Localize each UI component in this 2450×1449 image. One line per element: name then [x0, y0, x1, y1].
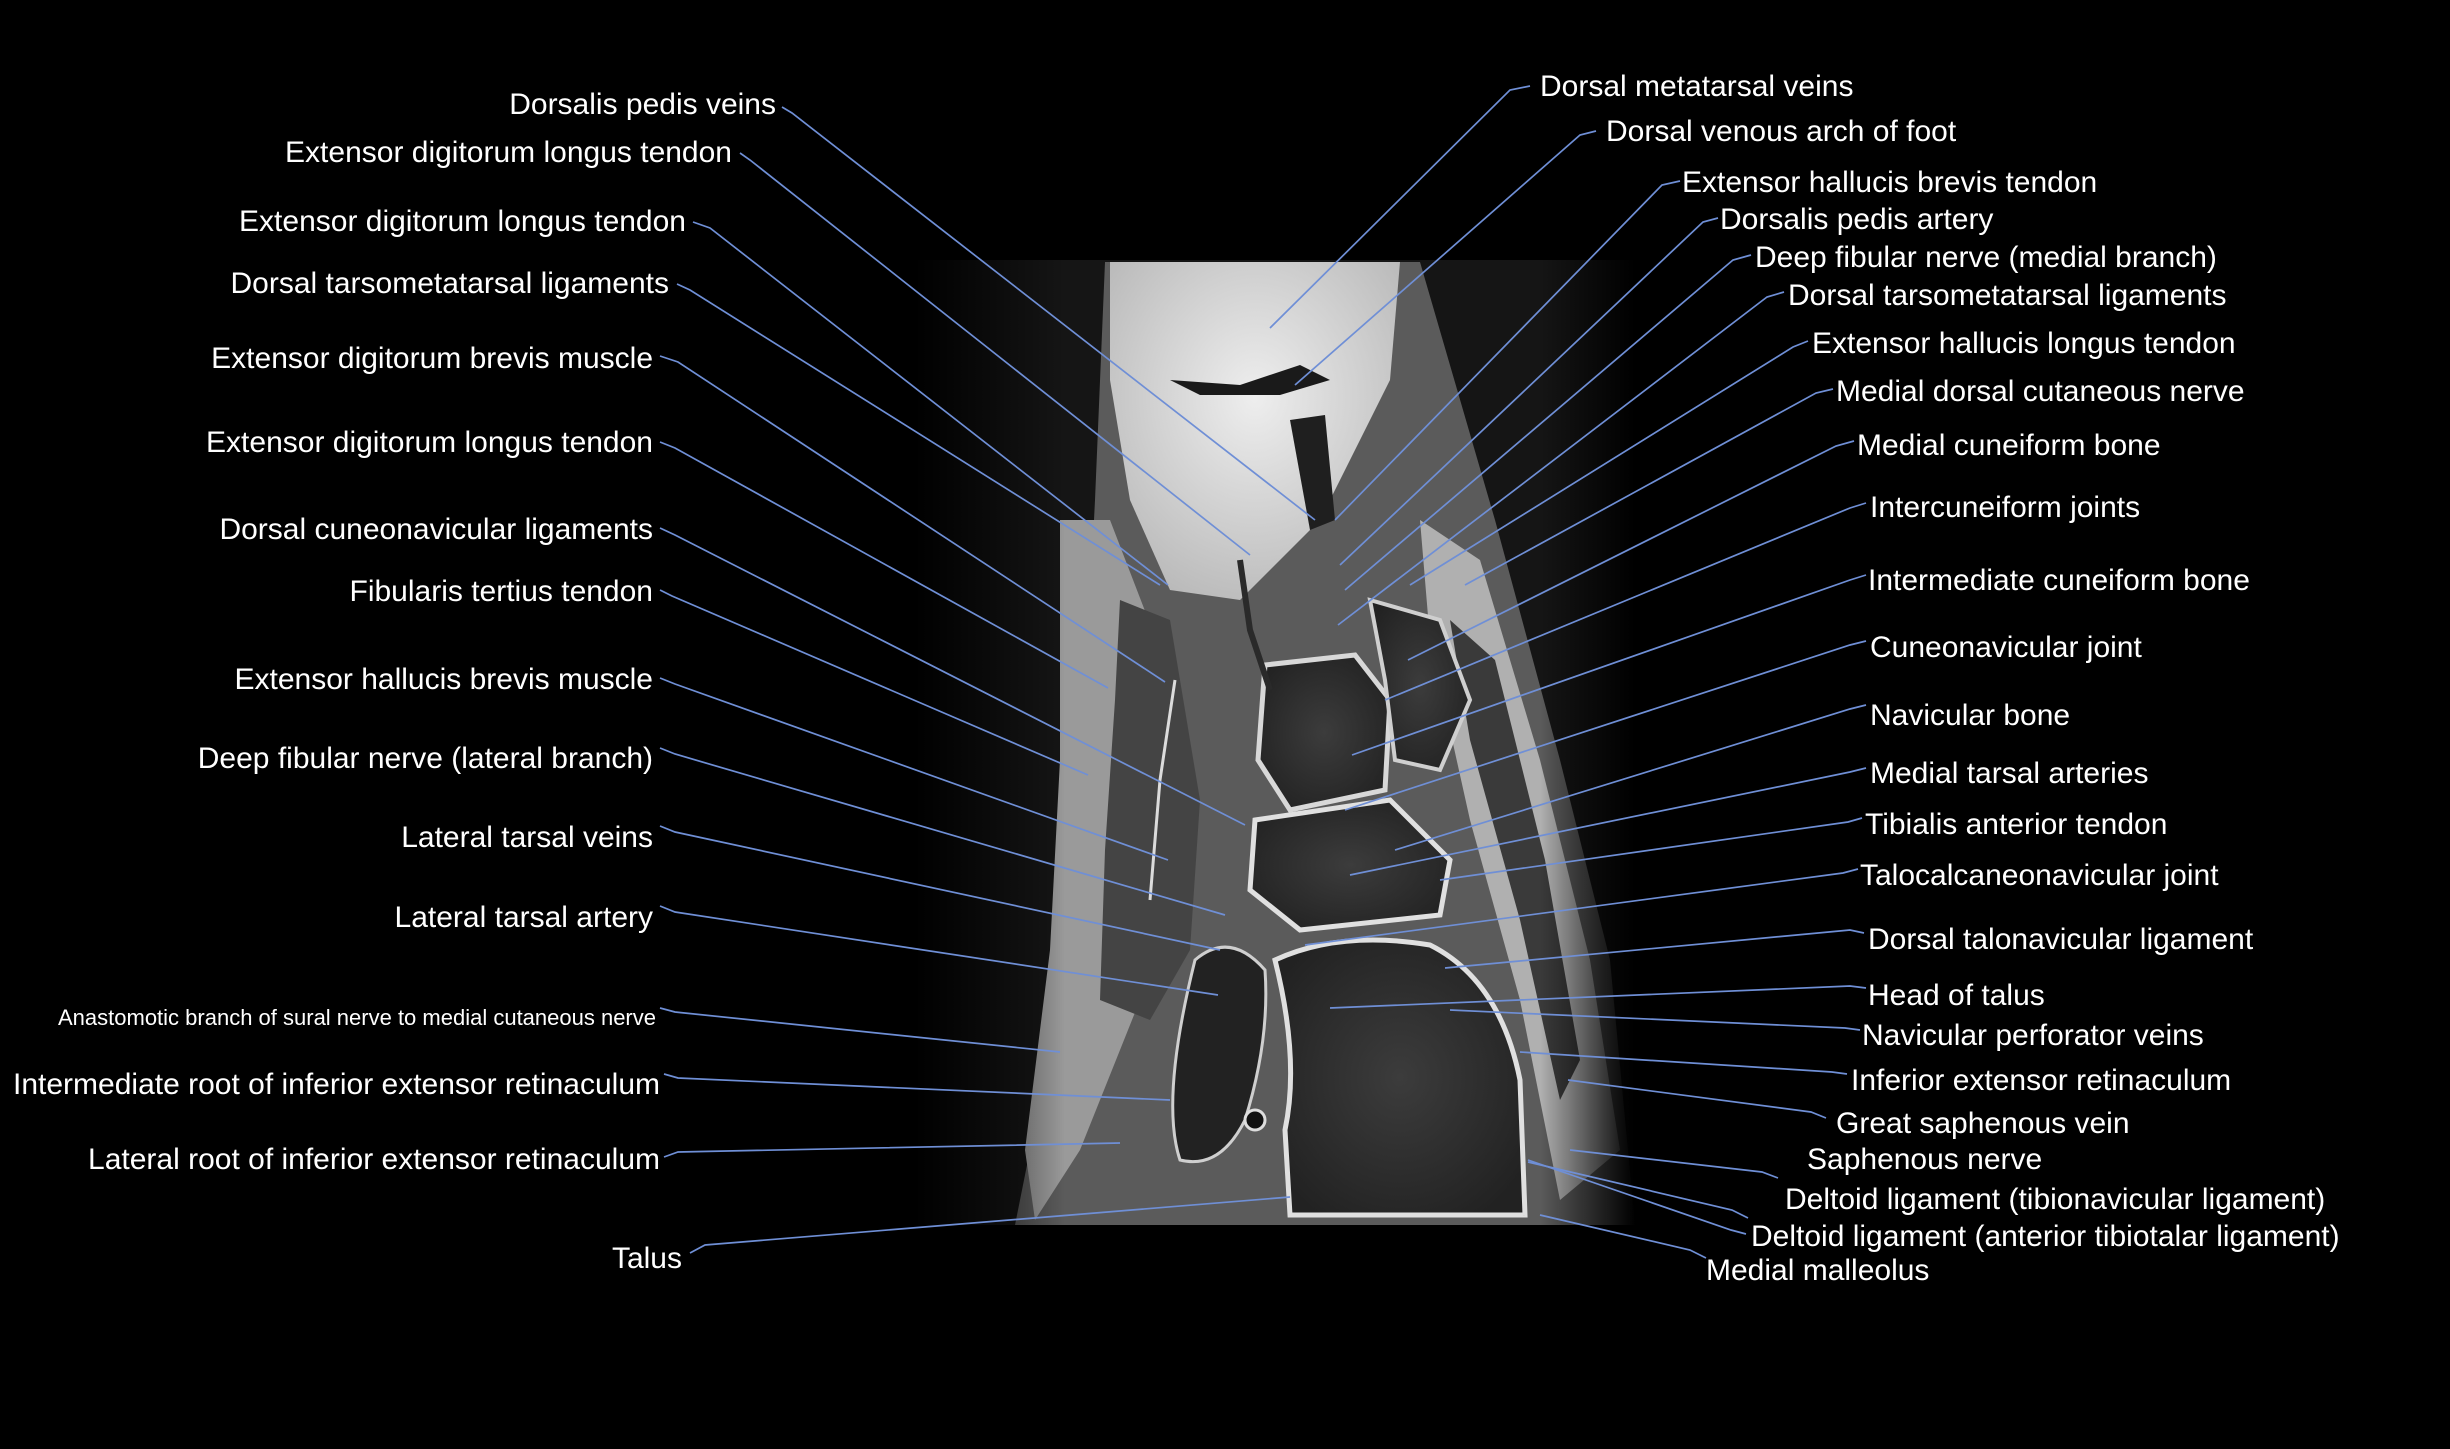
label-lateral-root-of-inferior-extensor-retinaculum: Lateral root of inferior extensor retina…: [88, 1143, 660, 1176]
leader-line: [1539, 1214, 1707, 1259]
label-navicular-perforator-veins: Navicular perforator veins: [1862, 1019, 2204, 1052]
label-extensor-digitorum-brevis-muscle: Extensor digitorum brevis muscle: [211, 342, 653, 375]
leader-line: [1394, 704, 1867, 851]
label-dorsal-talonavicular-ligament: Dorsal talonavicular ligament: [1868, 923, 2254, 956]
label-medial-dorsal-cutaneous-nerve: Medial dorsal cutaneous nerve: [1836, 375, 2245, 408]
label-extensor-digitorum-longus-tendon: Extensor digitorum longus tendon: [206, 426, 653, 459]
label-lateral-tarsal-artery: Lateral tarsal artery: [395, 901, 653, 934]
leader-line: [1464, 388, 1834, 586]
leader-line: [1329, 985, 1867, 1009]
label-dorsalis-pedis-artery: Dorsalis pedis artery: [1720, 203, 1993, 236]
label-deep-fibular-nerve-medial-branch: Deep fibular nerve (medial branch): [1755, 241, 2217, 274]
leader-line: [659, 355, 1166, 683]
leader-line: [1344, 640, 1867, 811]
tendon-line-1: [1237, 559, 1273, 691]
leader-lines: [659, 85, 1867, 1259]
leader-line: [1344, 254, 1752, 591]
label-talus: Talus: [612, 1242, 682, 1275]
edge-fade-left: [915, 260, 1065, 1225]
leader-line: [689, 1196, 1291, 1254]
leader-line: [659, 905, 1219, 996]
label-extensor-digitorum-longus-tendon: Extensor digitorum longus tendon: [285, 136, 732, 169]
leader-line: [676, 283, 1161, 586]
label-extensor-hallucis-longus-tendon: Extensor hallucis longus tendon: [1812, 327, 2236, 360]
leader-line: [1384, 502, 1867, 701]
label-intermediate-root-of-inferior-extensor-retinaculum: Intermediate root of inferior extensor r…: [13, 1068, 660, 1101]
dorsal-fat: [1110, 262, 1400, 600]
label-dorsal-cuneonavicular-ligaments: Dorsal cuneonavicular ligaments: [219, 513, 653, 546]
leader-line: [1339, 217, 1719, 566]
right-labels: Dorsal metatarsal veins Dorsal venous ar…: [1540, 70, 2340, 1287]
leader-line: [1519, 1051, 1848, 1075]
leader-line: [1449, 1009, 1861, 1031]
label-dorsal-venous-arch-of-foot: Dorsal venous arch of foot: [1606, 115, 1957, 148]
navicular-shape: [1247, 797, 1453, 933]
label-deltoid-ligament-tibionavicular: Deltoid ligament (tibionavicular ligamen…: [1785, 1183, 2325, 1216]
vessel-cross-section: [1243, 1108, 1267, 1132]
leader-line: [1439, 817, 1863, 881]
tendon-line-2: [1148, 679, 1177, 901]
leader-line: [1444, 929, 1865, 969]
talus-shape: [1272, 937, 1528, 1218]
label-cuneonavicular-joint: Cuneonavicular joint: [1870, 631, 2142, 664]
leader-line: [1409, 340, 1809, 586]
label-medial-tarsal-arteries: Medial tarsal arteries: [1870, 757, 2148, 790]
label-dorsal-tarsometatarsal-ligaments: Dorsal tarsometatarsal ligaments: [230, 267, 669, 300]
label-extensor-hallucis-brevis-tendon: Extensor hallucis brevis tendon: [1682, 166, 2097, 199]
leader-line: [659, 527, 1246, 826]
leader-line: [1567, 1079, 1827, 1119]
leader-line: [659, 825, 1221, 951]
edge-fade-right: [1540, 260, 1635, 1225]
leader-line: [659, 441, 1109, 689]
leader-line: [781, 106, 1316, 521]
label-talocalcaneonavicular-joint: Talocalcaneonavicular joint: [1860, 859, 2219, 892]
leader-line: [659, 1007, 1061, 1053]
label-dorsalis-pedis-veins: Dorsalis pedis veins: [509, 88, 776, 121]
label-lateral-tarsal-veins: Lateral tarsal veins: [401, 821, 653, 854]
dorsal-vein: [1170, 365, 1330, 395]
leader-line: [1351, 574, 1867, 756]
label-intercuneiform-joints: Intercuneiform joints: [1870, 491, 2140, 524]
left-labels: Dorsalis pedis veins Extensor digitorum …: [13, 88, 776, 1275]
label-tibialis-anterior-tendon: Tibialis anterior tendon: [1865, 808, 2167, 841]
leader-line: [659, 747, 1226, 916]
leader-line: [1407, 440, 1855, 661]
label-medial-malleolus: Medial malleolus: [1706, 1254, 1929, 1287]
leader-line: [1349, 767, 1867, 876]
leader-line: [1569, 1149, 1779, 1179]
leader-line: [1334, 180, 1681, 521]
label-extensor-digitorum-longus-tendon: Extensor digitorum longus tendon: [239, 205, 686, 238]
label-deep-fibular-nerve-lateral-branch: Deep fibular nerve (lateral branch): [198, 742, 653, 775]
label-extensor-hallucis-brevis-muscle: Extensor hallucis brevis muscle: [235, 663, 654, 696]
leader-line: [1304, 868, 1859, 946]
label-great-saphenous-vein: Great saphenous vein: [1836, 1107, 2130, 1140]
label-dorsal-tarsometatarsal-ligaments: Dorsal tarsometatarsal ligaments: [1788, 279, 2227, 312]
label-anastomotic-branch-of-sural-nerve: Anastomotic branch of sural nerve to med…: [58, 1005, 656, 1030]
label-deltoid-ligament-anterior-tibiotalar: Deltoid ligament (anterior tibiotalar li…: [1751, 1220, 2340, 1253]
lateral-muscle: [1100, 600, 1200, 1020]
leader-line: [1269, 85, 1531, 329]
leader-line: [1527, 1159, 1747, 1235]
leader-line: [659, 677, 1169, 861]
label-saphenous-nerve: Saphenous nerve: [1807, 1143, 2042, 1176]
label-intermediate-cuneiform-bone: Intermediate cuneiform bone: [1868, 564, 2250, 597]
label-inferior-extensor-retinaculum: Inferior extensor retinaculum: [1851, 1064, 2231, 1097]
leader-line: [663, 1142, 1121, 1158]
label-fibularis-tertius-tendon: Fibularis tertius tendon: [350, 575, 654, 608]
mri-scan-image: [915, 260, 1635, 1225]
label-navicular-bone: Navicular bone: [1870, 699, 2070, 732]
label-head-of-talus: Head of talus: [1868, 979, 2045, 1012]
leader-line: [663, 1073, 1171, 1101]
label-medial-cuneiform-bone: Medial cuneiform bone: [1857, 429, 2161, 462]
leader-line: [1527, 1161, 1749, 1219]
leader-line: [1337, 291, 1785, 626]
intermediate-cuneiform-shape: [1255, 652, 1393, 813]
leader-line: [692, 221, 1169, 586]
leader-line: [739, 152, 1251, 556]
leader-line: [1294, 130, 1597, 386]
label-dorsal-metatarsal-veins: Dorsal metatarsal veins: [1540, 70, 1853, 103]
leader-line: [659, 589, 1089, 776]
dorsal-vein-branch: [1290, 415, 1335, 530]
